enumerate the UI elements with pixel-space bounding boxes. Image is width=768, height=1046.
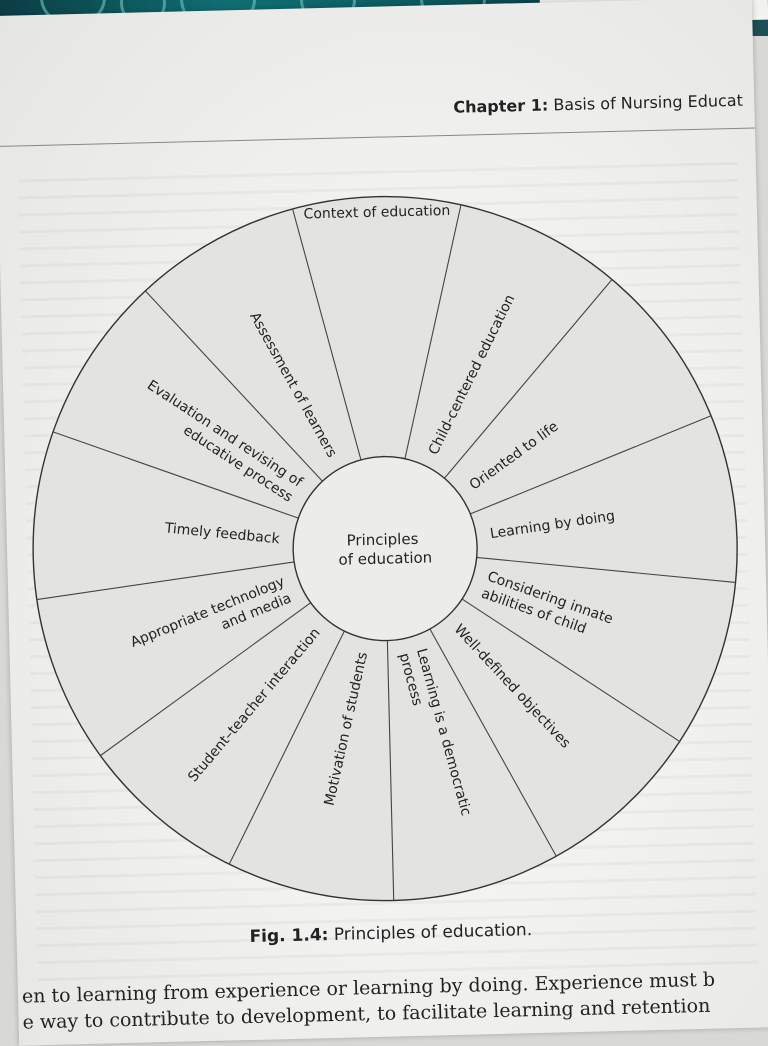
wheel-spoke (386, 640, 395, 901)
wheel-spoke (470, 415, 712, 515)
wheel-spoke (444, 279, 613, 479)
wheel-spoke (100, 602, 312, 757)
wheel-spoke (476, 556, 736, 584)
wheel-spoke (429, 628, 557, 857)
figure-number: Fig. 1.4: (249, 925, 329, 948)
segment-label: Context of education (303, 203, 450, 223)
wheel-spoke (461, 598, 680, 742)
wheel-spoke (144, 290, 323, 482)
center-circle (292, 455, 478, 642)
wheel-spoke (52, 431, 299, 519)
wheel-spoke (404, 204, 462, 459)
center-label: Principles of education (338, 529, 433, 568)
wheel-spoke (228, 630, 345, 865)
wheel-spoke (36, 561, 295, 601)
wheel-spoke (292, 208, 362, 461)
